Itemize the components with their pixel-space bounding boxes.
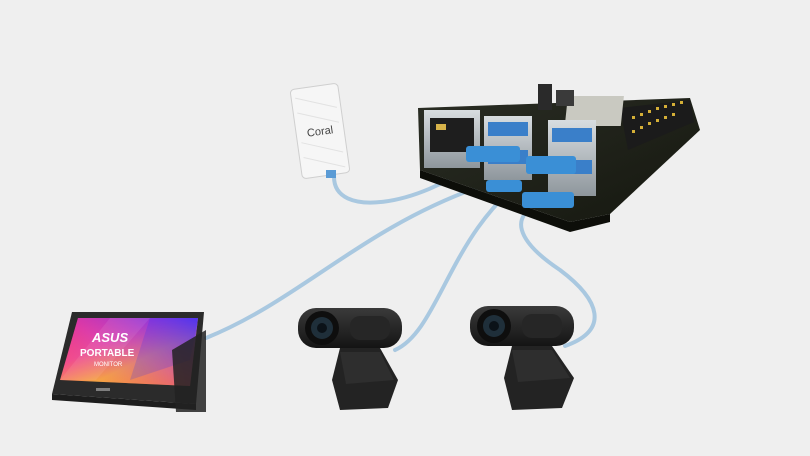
monitor-brand-text: ASUS [91,330,128,345]
webcam-right [470,306,574,410]
usb-connectors [466,146,576,208]
coral-logo-text: Coral [306,124,334,140]
portable-monitor: ASUS PORTABLE MONITOR [52,312,206,412]
single-board-computer [418,84,700,232]
webcam-left [298,308,402,410]
gpio-header [620,100,694,150]
monitor-line1-text: PORTABLE [80,348,135,359]
usb-ports-right [548,120,596,196]
wifi-module [564,96,624,126]
cable-monitor [204,186,478,340]
monitor-line2-text: MONITOR [94,362,123,368]
cable-webcam-right [519,203,597,348]
coral-usb-accelerator: Coral [289,83,351,179]
